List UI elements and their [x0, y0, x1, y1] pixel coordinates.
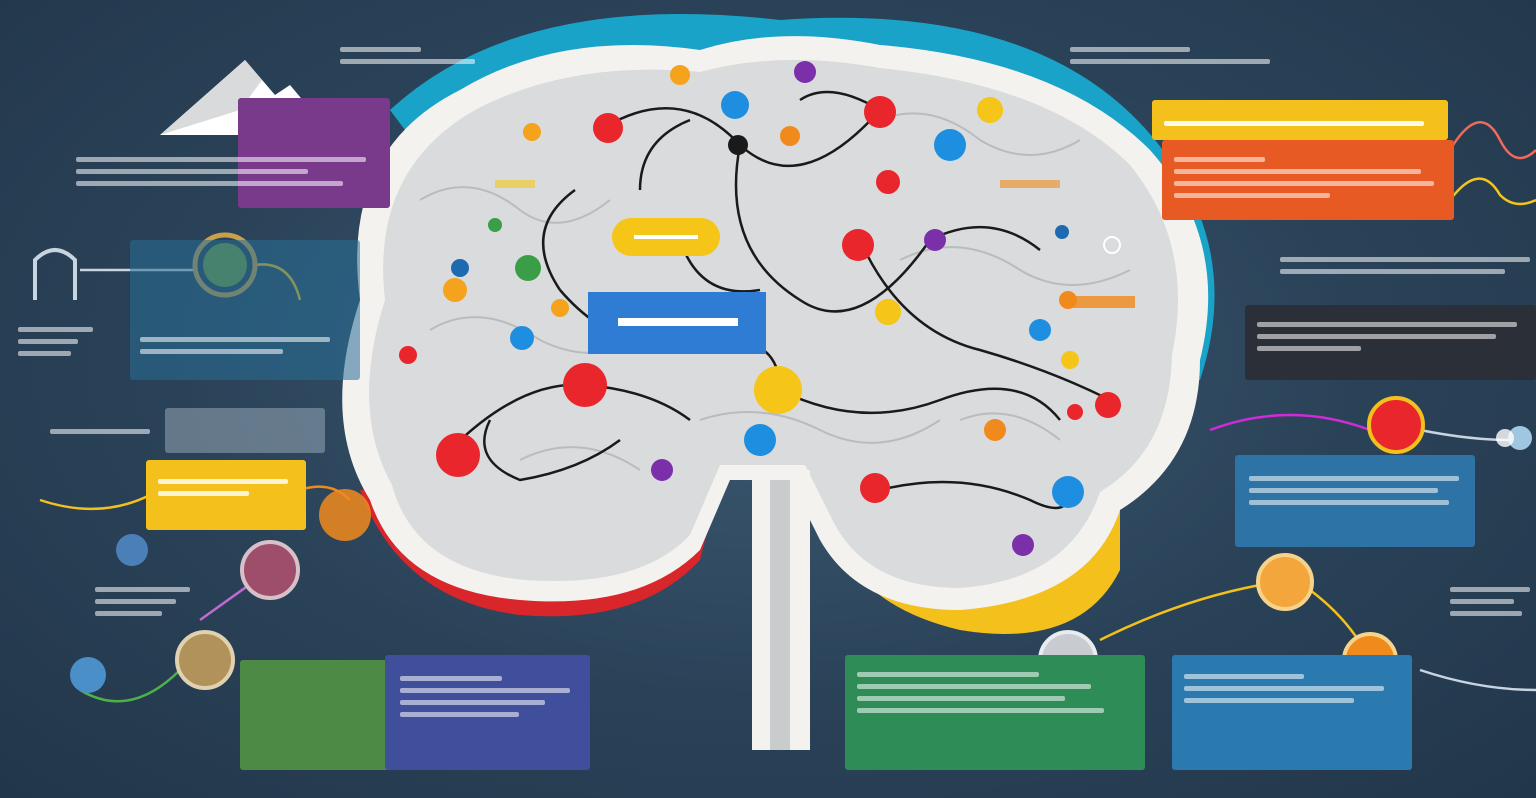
bottom-center-green-panel	[845, 655, 1145, 770]
right-mid-text	[1280, 250, 1530, 281]
bottom-right-blue-panel	[1172, 655, 1412, 770]
left-yellow-panel	[146, 460, 306, 530]
brain-labels	[495, 180, 1135, 354]
bottom-left-indigo-panel	[385, 655, 590, 770]
top-center-label-left	[340, 40, 475, 71]
bottom-left-green-panel	[240, 660, 390, 770]
badge-icons	[70, 232, 1532, 693]
left-lower-text	[95, 580, 190, 623]
top-right-yellow-panel	[1152, 100, 1448, 140]
top-right-orange-panel	[1162, 140, 1454, 220]
right-dark-panel	[1245, 305, 1536, 380]
left-top-text	[76, 150, 366, 193]
left-teal-panel	[130, 240, 360, 380]
network-nodes	[399, 61, 1121, 556]
right-lower-text	[1450, 580, 1530, 623]
gate-icon	[33, 248, 77, 300]
top-center-label-right	[1070, 40, 1270, 71]
gear-icon	[1496, 429, 1514, 447]
left-gray-panel	[165, 408, 325, 453]
left-small-label	[50, 422, 150, 441]
left-arch-label	[18, 320, 93, 363]
purple-info-panel	[238, 98, 390, 208]
right-blue-panel	[1235, 455, 1475, 547]
